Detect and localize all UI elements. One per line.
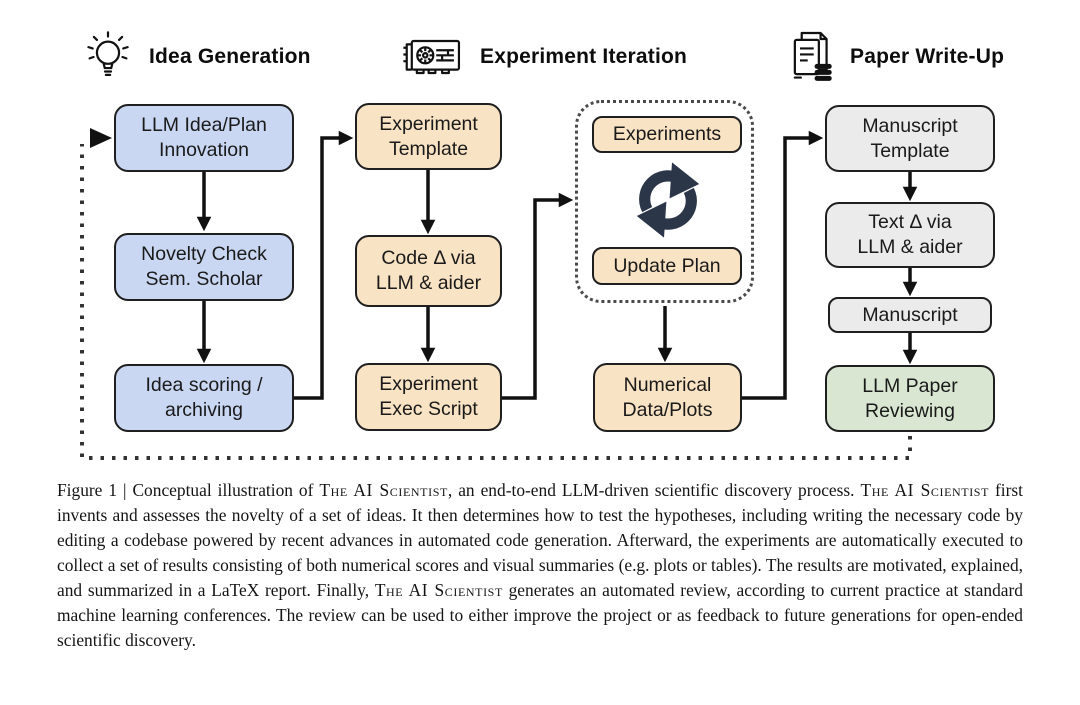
caption-text: , an end-to-end LLM-driven scientific di…: [447, 480, 861, 500]
flow-node-novelty-check: Novelty Check Sem. Scholar: [114, 233, 294, 301]
caption-smallcaps: The AI Scientist: [319, 480, 448, 500]
caption-text: Figure 1 | Conceptual illustration of: [57, 480, 320, 500]
flow-node-llm-paper-reviewing: LLM Paper Reviewing: [825, 365, 995, 432]
caption-smallcaps: The AI Scientist: [860, 480, 990, 500]
flow-node-experiment-exec-script: Experiment Exec Script: [355, 363, 502, 431]
flow-node-numerical-data-plots: Numerical Data/Plots: [593, 363, 742, 432]
flow-node-experiment-template: Experiment Template: [355, 103, 502, 170]
section-header-idea-generation: Idea Generation: [85, 28, 311, 86]
caption-smallcaps: The AI Scientist: [374, 580, 503, 600]
section-title: Paper Write-Up: [850, 45, 1005, 68]
flow-node-llm-idea-plan-innovation: LLM Idea/Plan Innovation: [114, 104, 294, 172]
caption-text: first invents and assesses the novelty o…: [57, 480, 1023, 600]
flow-node-code-delta: Code Δ via LLM & aider: [355, 235, 502, 307]
section-title: Experiment Iteration: [480, 45, 688, 68]
section-header-experiment-iteration: Experiment Iteration: [400, 28, 687, 86]
paper-stack-icon: [788, 29, 836, 85]
section-header-paper-write-up: Paper Write-Up: [788, 28, 1004, 86]
flow-node-idea-scoring: Idea scoring / archiving: [114, 364, 294, 432]
gpu-card-icon: [400, 32, 464, 82]
flow-node-text-delta: Text Δ via LLM & aider: [825, 202, 995, 268]
flow-node-manuscript-template: Manuscript Template: [825, 105, 995, 172]
flow-diagram: Idea Generation Experiment Iteration: [80, 28, 1004, 460]
lightbulb-icon: [85, 30, 131, 84]
flow-node-experiments: Experiments: [592, 116, 742, 153]
figure-caption: Figure 1 | Conceptual illustration of Th…: [57, 478, 1023, 653]
cycle-refresh-icon: [626, 160, 710, 240]
iteration-loop-container: [575, 100, 754, 303]
flow-node-manuscript: Manuscript: [828, 297, 992, 333]
flow-node-update-plan: Update Plan: [592, 247, 742, 285]
section-title: Idea Generation: [149, 45, 311, 68]
caption-text: generates an automated review, according…: [57, 580, 1023, 650]
